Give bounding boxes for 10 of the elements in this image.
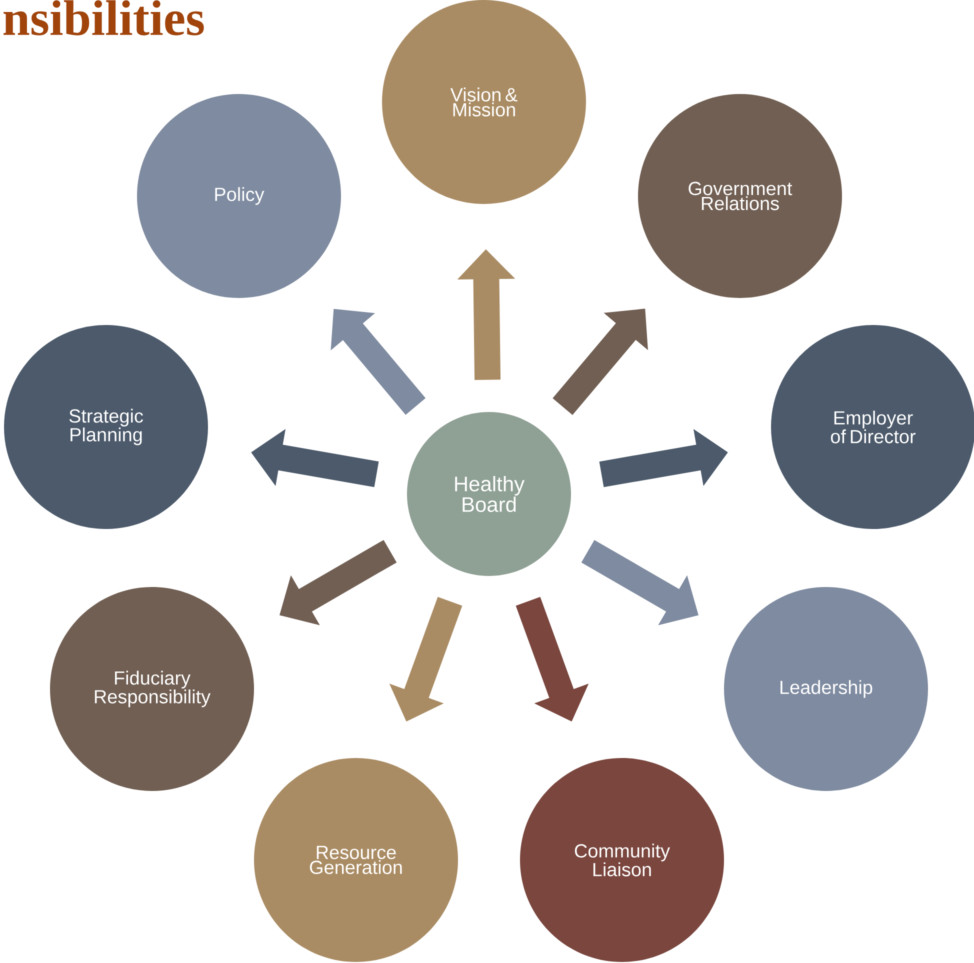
- circle-node: Fiduciary Responsibility: [50, 587, 254, 791]
- circle-node: Healthy Board: [407, 412, 571, 576]
- circle-node: Vision & Mission: [382, 0, 586, 204]
- circle-node: Leadership: [724, 587, 928, 791]
- circle-node: Policy: [137, 94, 341, 298]
- circle-node: Community Liaison: [520, 758, 724, 962]
- circle-node: Government Relations: [638, 94, 842, 298]
- circle-node: Resource Generation: [254, 758, 458, 962]
- title: nsibilities: [4, 0, 204, 36]
- circle-node: Strategic Planning: [4, 325, 208, 529]
